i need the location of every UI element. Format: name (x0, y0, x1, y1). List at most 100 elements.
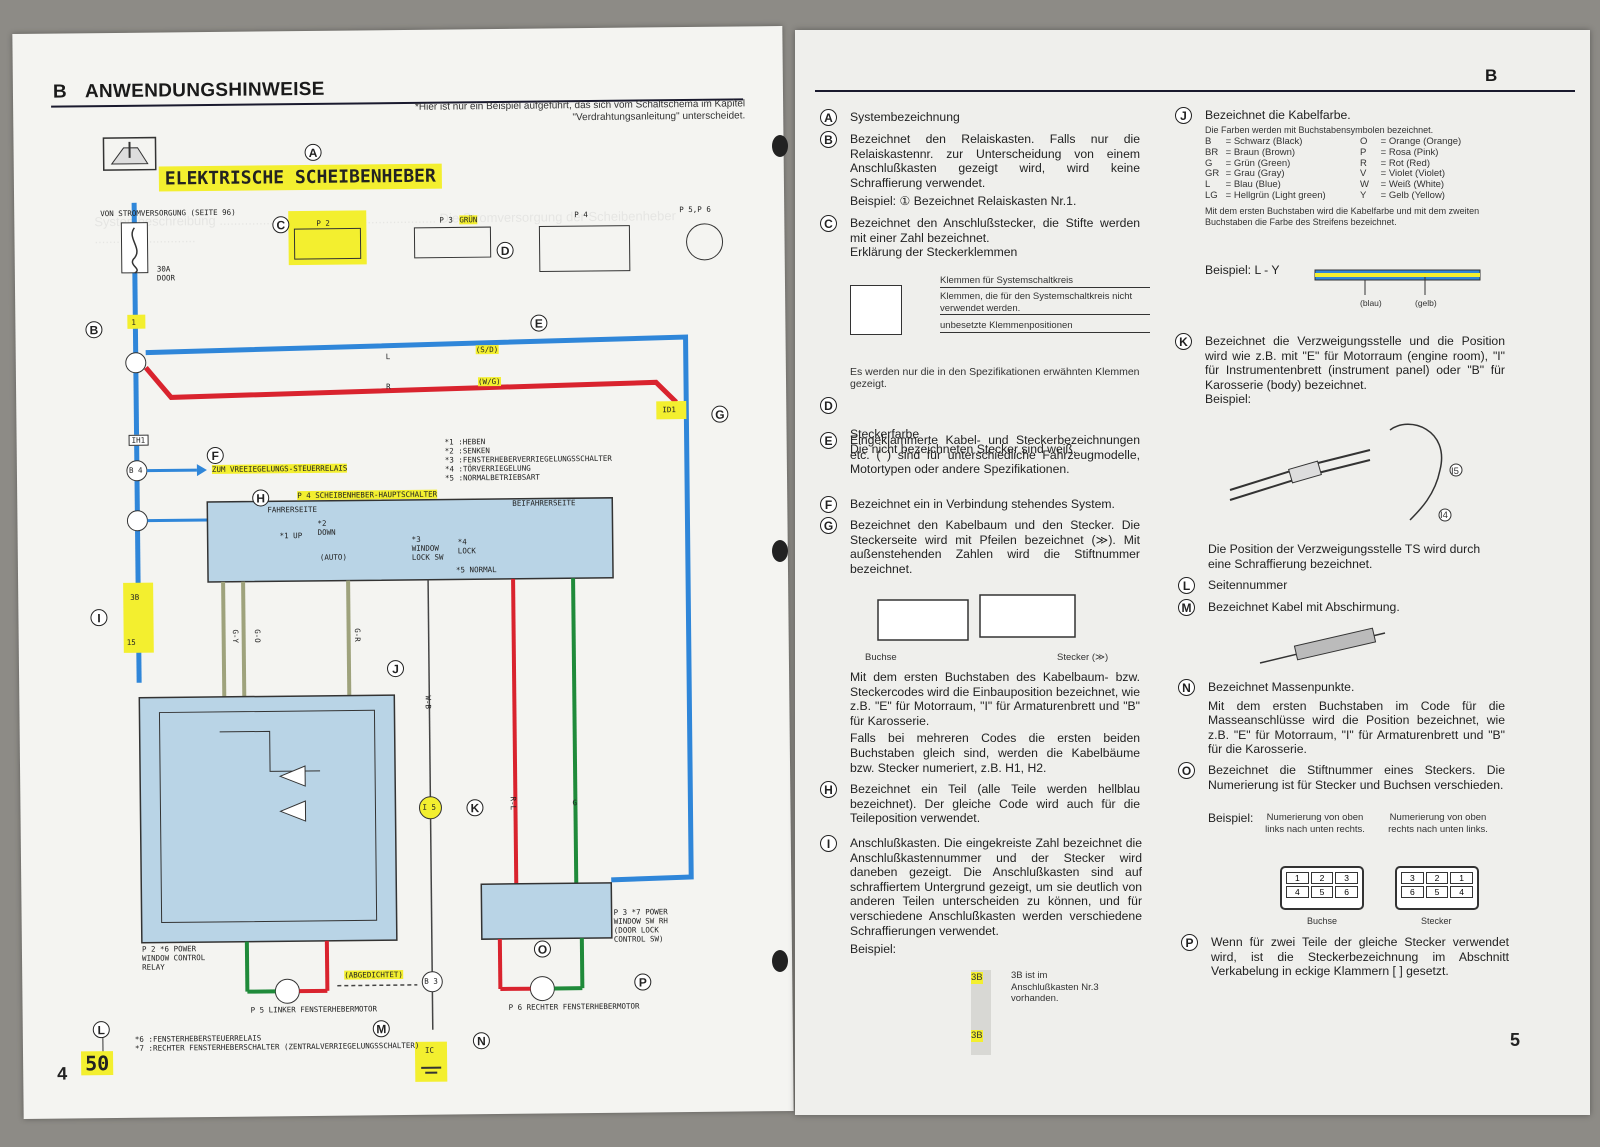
driver-side-label: FAHRERSEITE (267, 504, 318, 515)
connector-p5p6: P 5,P 6 (679, 204, 711, 215)
pin: 4 (1450, 886, 1473, 898)
passenger-side-label: BEIFAHRERSEITE (512, 498, 576, 508)
junction-b3: B 3 (424, 976, 438, 986)
callout-j: J (386, 659, 405, 678)
circuit-page-number: 50 (80, 1051, 114, 1076)
color-table-right: O = Orange (Orange) P = Rosa (Pink) R = … (1360, 136, 1520, 202)
connector-p3: P 3 (439, 215, 453, 225)
color-row: P = Rosa (Pink) (1360, 146, 1439, 158)
junction-code: 3B (971, 1030, 983, 1042)
callout-h: H (252, 489, 270, 507)
callout-c: C (272, 216, 290, 234)
item-b-example: Beispiel: ① Bezeichnet Relaiskasten Nr.1… (850, 194, 1077, 209)
callout-a: A (304, 143, 322, 162)
item-o: O Bezeichnet die Stiftnummer eines Steck… (1178, 762, 1505, 792)
main-switch-label: P 4 SCHEIBENHEBER-HAUPTSCHALTER (297, 489, 438, 501)
wire-label-r: R (386, 382, 391, 392)
item-k-note: Die Position der Verzweigungsstelle TS w… (1208, 542, 1481, 571)
ground-label: IC (424, 1045, 435, 1055)
wire-code: G-O (252, 629, 263, 643)
splice-code: I4 (1440, 510, 1448, 521)
item-i-example: Beispiel: (850, 942, 897, 957)
fuse-label: 30A DOOR (156, 264, 176, 283)
junction-ih1: IH1 (128, 434, 149, 446)
callout-f: F (820, 496, 837, 513)
wire-label-sd: (S/D) (475, 344, 499, 355)
pin-caption-left: Numerierung von oben links nach unten re… (1265, 812, 1365, 835)
callout-k: K (466, 799, 484, 817)
left-page: Systembeschreibung .....................… (12, 25, 794, 1120)
callout-o: O (533, 940, 552, 958)
junction-id1: ID1 (662, 405, 676, 415)
callout-j: J (1175, 107, 1192, 124)
pin: 2 (1425, 872, 1449, 884)
page-number: 4 (57, 1063, 68, 1084)
binding-hole (772, 540, 788, 562)
window-icon (102, 136, 157, 171)
item-i: I Anschlußkasten. Die eingekreiste Zahl … (820, 835, 1142, 957)
callout-e: E (820, 432, 837, 449)
callout-c: C (820, 215, 837, 232)
switch-down-label: *2 DOWN (317, 518, 336, 537)
color-note: Die Farben werden mit Buchstabensymbolen… (1205, 125, 1434, 135)
color-row: G = Grün (Green) (1205, 157, 1291, 169)
item-b: B Bezeichnet den Relaiskasten. Falls nur… (820, 131, 1140, 209)
junction-example-text: 3B ist im Anschlußkasten Nr.3 vorhanden. (1011, 970, 1099, 1004)
color-row: GR = Grau (Gray) (1205, 168, 1285, 180)
junction-3b: 3B (130, 592, 140, 602)
junction-i5: I 5 (422, 802, 437, 812)
wire-label-l: L (385, 352, 391, 362)
pin-caption-right: Numerierung von oben rechts nach unten l… (1388, 812, 1488, 835)
color-table-left: B = Schwarz (Black) BR = Braun (Brown) G… (1205, 136, 1365, 202)
wire-code: R-L (508, 796, 518, 811)
wire-example-yellow: (gelb) (1415, 298, 1437, 308)
pin: 4 (1286, 886, 1309, 898)
callout-i: I (90, 609, 108, 627)
callout-g: G (820, 517, 837, 534)
item-g-text: Mit dem ersten Buchstaben des Kabelbaum-… (850, 670, 1140, 775)
junction-15: 15 (126, 637, 136, 647)
callout-m: M (372, 1020, 390, 1038)
splice-illustration (1229, 423, 1463, 522)
wire-color-illustration (1314, 269, 1481, 295)
color-row: B = Schwarz (Black) (1205, 136, 1303, 147)
connector-p2: P 2 (316, 218, 330, 228)
page-number: 5 (1510, 1030, 1521, 1050)
pin-label-socket: Buchse (1307, 916, 1338, 926)
connector-label-socket: Buchse (865, 652, 897, 663)
wire-example-blue: (blau) (1360, 298, 1382, 308)
callout-e: E (530, 314, 548, 332)
binding-hole (772, 950, 788, 972)
color-row: R = Rot (Red) (1360, 157, 1431, 169)
junction-code: 3B (971, 972, 983, 984)
pin: 6 (1335, 886, 1358, 898)
callout-b: B (85, 321, 103, 339)
pin-legend-empty: unbesetzte Klemmenpositionen (940, 320, 1150, 333)
normal-label: *5 NORMAL (455, 565, 497, 575)
pin-legend-used: Klemmen für Systemschaltkreis (940, 275, 1150, 288)
callout-n: N (472, 1032, 490, 1050)
callout-n: N (1178, 679, 1195, 696)
relay-label: P 2 *6 POWER WINDOW CONTROL RELAY (141, 944, 206, 972)
connector-pin-diagram: Klemmen für Systemschaltkreis Klemmen, d… (850, 275, 1150, 365)
callout-b: B (820, 131, 837, 148)
window-lock-label: *3 WINDOW LOCK SW (411, 534, 444, 562)
item-h: H Bezeichnet ein Teil (alle Teile werden… (820, 781, 1140, 826)
callout-i: I (820, 835, 837, 852)
pin: 3 (1401, 872, 1424, 884)
relay-target-label: ZUM VREEIEGELUNGS-STEUERRELAIS (211, 463, 348, 474)
junction-1: 1 (131, 317, 136, 327)
lock-label: *4 LOCK (457, 537, 476, 556)
power-source-label: VON STROMVERSORGUNG (SEITE 96) (100, 207, 236, 219)
color-row: L = Blau (Blue) (1205, 179, 1281, 191)
item-g: G Bezeichnet den Kabelbaum und den Steck… (820, 517, 1140, 576)
callout-d: D (496, 241, 514, 260)
wire-code: G (572, 798, 577, 808)
callout-p: P (634, 973, 652, 991)
shielded-cable-illustration (1259, 627, 1386, 664)
switch-legend: *1 :HEBEN *2 :SENKEN *3 :FENSTERHEBERVER… (445, 435, 645, 482)
callout-f: F (206, 446, 224, 465)
callout-k: K (1175, 333, 1192, 350)
item-k-example: Beispiel: (1205, 392, 1252, 407)
motor-right-label: P 6 RECHTER FENSTERHEBERMOTOR (508, 1001, 640, 1012)
